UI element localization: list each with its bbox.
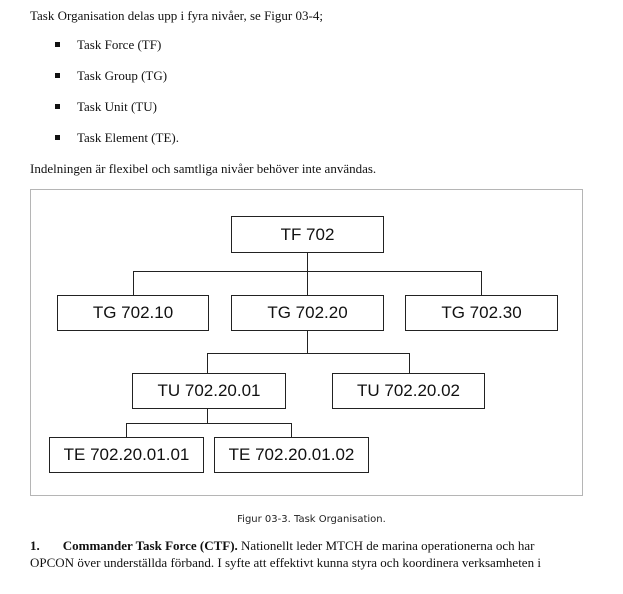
- node-tf: TF 702: [231, 216, 384, 253]
- intro-text: Task Organisation delas upp i fyra nivåe…: [30, 8, 323, 23]
- node-tu: TU 702.20.02: [332, 373, 485, 409]
- paragraph-line-1: 1. Commander Task Force (CTF). Nationellt…: [30, 538, 535, 554]
- connector-line: [307, 271, 308, 295]
- list-item-label: Task Element (TE).: [77, 130, 179, 145]
- node-te: TE 702.20.01.01: [49, 437, 204, 473]
- node-tg: TG 702.20: [231, 295, 384, 331]
- paragraph-title: Commander Task Force (CTF).: [62, 538, 238, 553]
- connector-line: [307, 253, 308, 271]
- connector-line: [291, 423, 292, 437]
- bullet-icon: [55, 134, 60, 140]
- node-tg: TG 702.10: [57, 295, 209, 331]
- paragraph-line-2: OPCON över underställda förband. I syfte…: [30, 555, 541, 570]
- bullet-icon: [55, 72, 60, 78]
- connector-line: [481, 271, 482, 295]
- connector-line: [133, 271, 134, 295]
- connector-line: [307, 331, 308, 353]
- node-te: TE 702.20.01.02: [214, 437, 369, 473]
- list-item-label: Task Force (TF): [77, 37, 162, 52]
- paragraph-number: 1.: [30, 538, 40, 553]
- list-item-label: Task Unit (TU): [77, 99, 157, 114]
- connector-line: [207, 353, 208, 373]
- list-item-label: Task Group (TG): [77, 68, 168, 83]
- connector-line: [207, 353, 410, 354]
- connector-line: [126, 423, 292, 424]
- node-tg: TG 702.30: [405, 295, 558, 331]
- list-item: Task Unit (TU): [55, 99, 157, 115]
- connector-line: [126, 423, 127, 437]
- bullet-icon: [55, 103, 60, 109]
- paragraph-text: Nationellt leder MTCH de marina operatio…: [237, 538, 535, 553]
- connector-line: [409, 353, 410, 373]
- org-diagram-frame: [30, 189, 583, 496]
- list-item: Task Element (TE).: [55, 130, 179, 146]
- connector-line: [207, 409, 208, 423]
- list-item: Task Force (TF): [55, 37, 161, 53]
- bullet-icon: [55, 41, 60, 47]
- after-list-text: Indelningen är flexibel och samtliga niv…: [30, 161, 377, 176]
- figure-caption: Figur 03-3. Task Organisation.: [237, 514, 386, 525]
- list-item: Task Group (TG): [55, 68, 167, 84]
- node-tu: TU 702.20.01: [132, 373, 286, 409]
